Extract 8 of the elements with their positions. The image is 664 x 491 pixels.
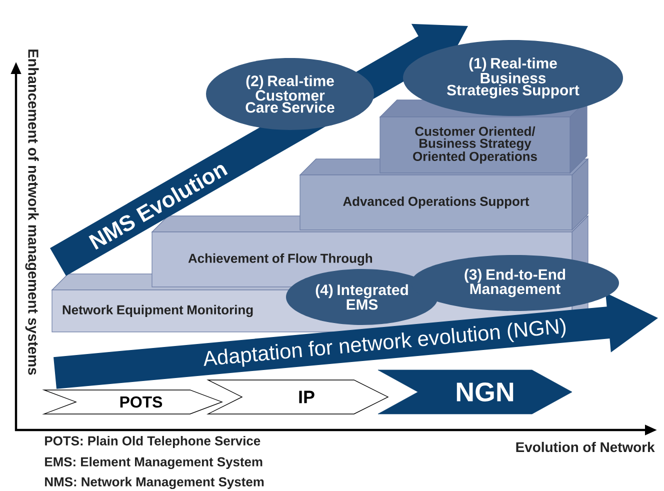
axis-title: Enhancement of network management systems (25, 50, 39, 375)
axis-title: Evolution of Network (516, 442, 655, 452)
stage-box: NGN (378, 370, 572, 414)
abbreviation-note: NMS: Network Management System (45, 476, 264, 490)
abbreviation-note: POTS: Plain Old Telephone Service (45, 436, 260, 448)
stage-box: POTS (42, 390, 223, 414)
stage-box: IP (206, 380, 389, 414)
abbreviation-note: EMS: Element Management System (45, 456, 262, 470)
